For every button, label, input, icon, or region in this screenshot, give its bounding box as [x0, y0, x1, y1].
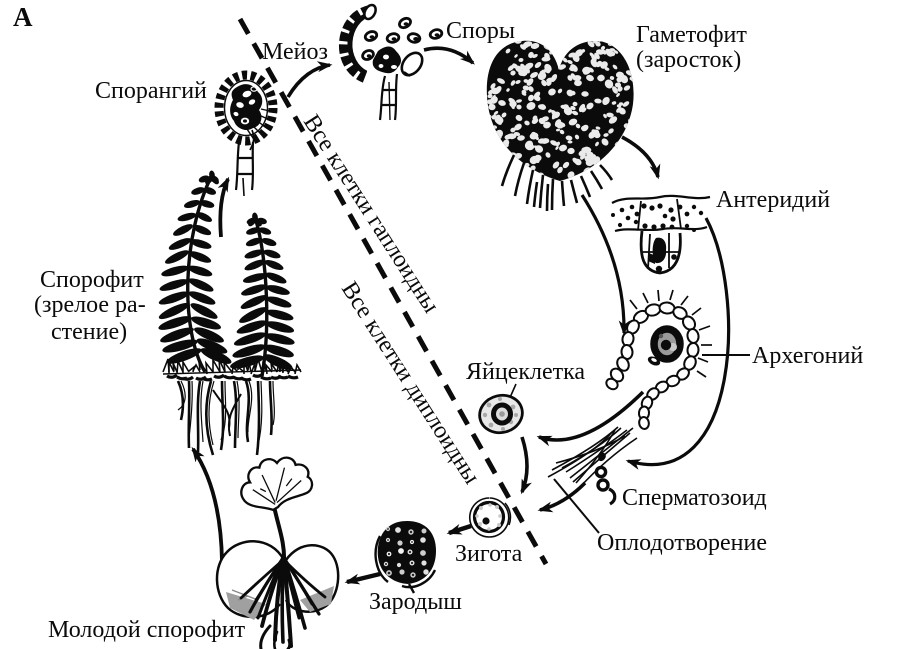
- svg-text:Антеридий: Антеридий: [716, 187, 830, 213]
- svg-text:стение): стение): [51, 319, 127, 345]
- svg-text:А: А: [13, 2, 33, 32]
- svg-text:Молодой спорофит: Молодой спорофит: [48, 617, 246, 643]
- svg-text:Мейоз: Мейоз: [262, 39, 328, 65]
- svg-text:Спорофит: Спорофит: [40, 267, 144, 293]
- svg-text:Спорангий: Спорангий: [95, 78, 207, 104]
- svg-text:Оплодотворение: Оплодотворение: [597, 530, 767, 556]
- svg-text:Яйцеклетка: Яйцеклетка: [466, 359, 585, 385]
- svg-text:Архегоний: Архегоний: [752, 343, 863, 369]
- svg-text:Зародыш: Зародыш: [369, 589, 462, 615]
- svg-text:Гаметофит: Гаметофит: [636, 22, 747, 48]
- svg-text:(заросток): (заросток): [636, 47, 741, 73]
- svg-text:Сперматозоид: Сперматозоид: [622, 485, 767, 511]
- svg-text:Зигота: Зигота: [455, 541, 523, 567]
- svg-text:Споры: Споры: [446, 18, 515, 44]
- svg-text:(зрелое ра-: (зрелое ра-: [34, 292, 146, 318]
